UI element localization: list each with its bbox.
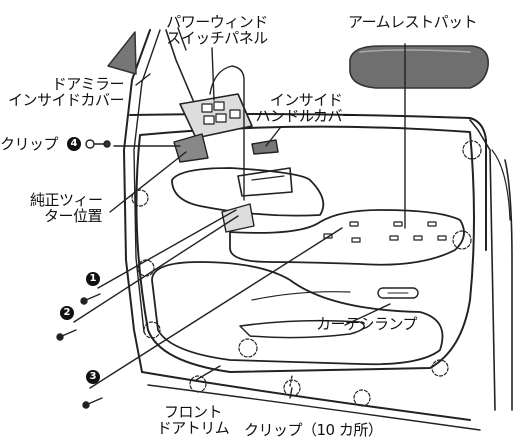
label-courtesy-lamp: カーテシランプ bbox=[316, 315, 418, 333]
inside-handle-bezel bbox=[237, 167, 293, 197]
clip-4-part bbox=[85, 139, 111, 149]
label-mirror-inside-cover: ドアミラー インサイドカバー bbox=[7, 75, 125, 109]
label-clip-4: クリップ bbox=[0, 135, 59, 153]
marker-4: 4 bbox=[67, 137, 81, 151]
inside-handle-cover-shape bbox=[251, 139, 279, 155]
marker-1: 1 bbox=[86, 272, 100, 286]
lower-switch bbox=[221, 203, 255, 233]
mirror-cover-shape bbox=[107, 31, 137, 75]
leader-lines bbox=[73, 43, 406, 399]
label-power-window-panel: パワーウィンド スイッチパネル bbox=[166, 13, 268, 47]
screw-2 bbox=[56, 329, 77, 341]
label-inside-handle-cover: インサイド ハンドルカバー bbox=[255, 91, 357, 125]
screw-3 bbox=[82, 397, 103, 409]
power-window-switch-panel bbox=[179, 65, 253, 201]
label-clip-count: クリップ（10 カ所） bbox=[244, 421, 383, 439]
marker-3: 3 bbox=[86, 370, 100, 384]
screw-1 bbox=[80, 293, 101, 305]
clip-marks bbox=[323, 221, 447, 243]
clip-positions bbox=[131, 140, 482, 407]
armrest-pad-shape bbox=[349, 45, 489, 89]
label-front-door-trim: フロント ドアトリム bbox=[156, 403, 230, 437]
courtesy-lamp-shape bbox=[377, 287, 419, 299]
trim-panel-outline bbox=[135, 125, 475, 373]
label-genuine-tweeter: 純正ツィー ター位置 bbox=[30, 191, 103, 225]
label-armrest-pad: アームレストパット bbox=[348, 13, 478, 31]
marker-2: 2 bbox=[60, 306, 74, 320]
